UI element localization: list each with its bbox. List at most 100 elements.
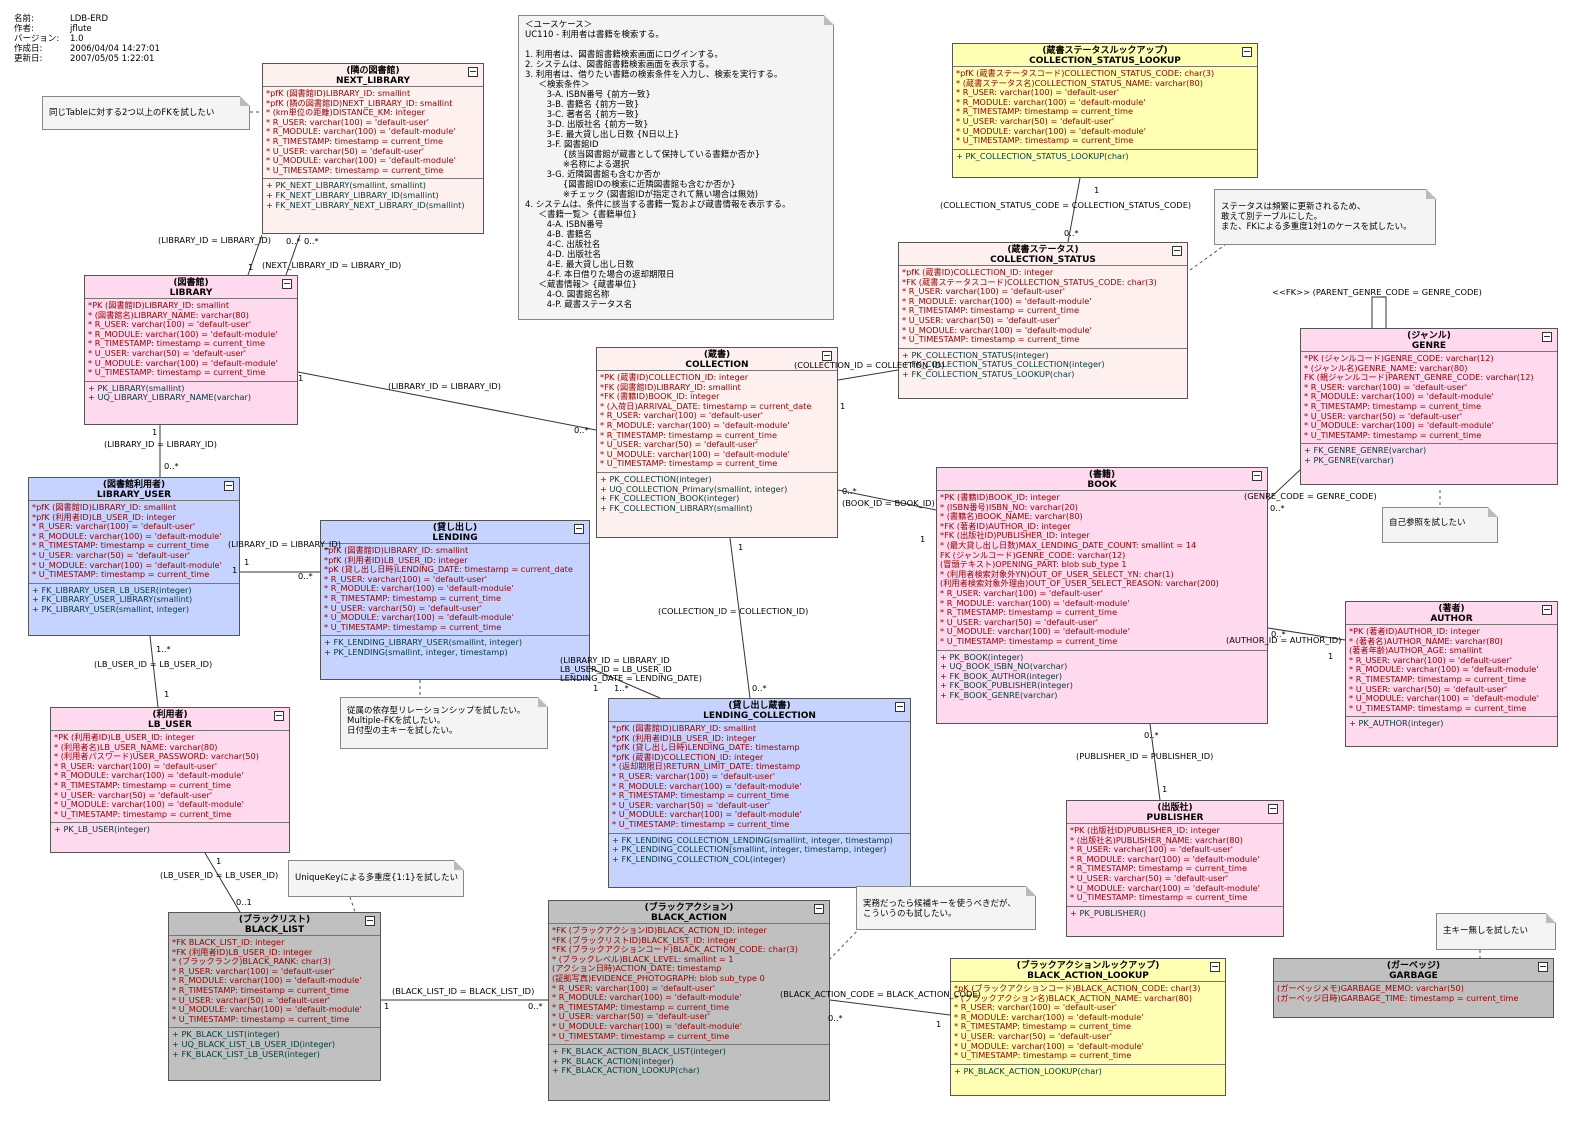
entity-lending[interactable]: (貸し出し)LENDING*pfK (図書館ID)LIBRARY_ID: sma… <box>320 520 590 680</box>
entity-genre[interactable]: (ジャンル)GENRE*PK (ジャンルコード)GENRE_CODE: varc… <box>1300 328 1558 485</box>
attribute-row: * R_MODULE: varchar(100) = 'default-modu… <box>552 992 742 1003</box>
rel-label: (NEXT_LIBRARY_ID = LIBRARY_ID) <box>262 260 402 270</box>
entity-library[interactable]: (図書館)LIBRARY*PK (図書館ID)LIBRARY_ID: small… <box>84 275 298 425</box>
operation-row: + PK_LENDING_COLLECTION(smallint, intege… <box>612 844 887 855</box>
operation-list: + FK_LIBRARY_USER_LB_USER(integer)+ FK_L… <box>29 582 239 618</box>
entity-library-user[interactable]: (図書館利用者)LIBRARY_USER*pfK (図書館ID)LIBRARY_… <box>28 477 240 636</box>
attribute-row: * U_USER: varchar(50) = 'default-user' <box>1304 410 1463 421</box>
table-icon <box>1542 605 1552 615</box>
attribute-row: * U_USER: varchar(50) = 'default-user' <box>54 789 213 800</box>
attribute-row: * R_USER: varchar(100) = 'default-user' <box>956 87 1119 98</box>
entity-physical-name: GENRE <box>1411 341 1447 351</box>
multiplicity: 0..1 <box>236 897 252 907</box>
entity-black-list[interactable]: (ブラックリスト)BLACK_LIST*FK BLACK_LIST_ID: in… <box>168 912 381 1081</box>
entity-black-action[interactable]: (ブラックアクション)BLACK_ACTION*FK (ブラックアクションID)… <box>548 900 830 1101</box>
attribute-row: * U_USER: varchar(50) = 'default-user' <box>32 549 191 560</box>
table-icon <box>822 351 832 361</box>
rel-label: (COLLECTION_ID = COLLECTION_ID) <box>658 606 809 616</box>
attribute-row: * U_MODULE: varchar(100) = 'default-modu… <box>552 1020 742 1031</box>
multiplicity: 0..* <box>1144 730 1159 740</box>
entity-header: (ブラックアクションルックアップ)BLACK_ACTION_LOOKUP <box>951 959 1225 981</box>
entity-logical-name: (隣の図書館) <box>346 66 400 76</box>
attribute-row: * (図書館名)LIBRARY_NAME: varchar(80) <box>88 309 249 320</box>
entity-book[interactable]: (書籍)BOOK*PK (書籍ID)BOOK_ID: integer* (ISB… <box>936 467 1268 724</box>
operation-row: + UQ_COLLECTION_Primary(smallint, intege… <box>600 483 788 494</box>
attribute-row: * U_TIMESTAMP: timestamp = current_time <box>1070 892 1248 903</box>
attribute-list: *PK (ジャンルコード)GENRE_CODE: varchar(12)* (ジ… <box>1301 351 1557 443</box>
entity-header: (隣の図書館)NEXT_LIBRARY <box>263 64 483 86</box>
attribute-row: * U_TIMESTAMP: timestamp = current_time <box>266 164 444 175</box>
entity-physical-name: NEXT_LIBRARY <box>335 76 411 86</box>
entity-physical-name: PUBLISHER <box>1146 813 1204 823</box>
entity-collection-status[interactable]: (蔵書ステータス)COLLECTION_STATUS*pfK (蔵書ID)COL… <box>898 242 1188 399</box>
attribute-row: * (ブラックランク)BLACK_RANK: char(3) <box>172 956 331 967</box>
attribute-row: * R_MODULE: varchar(100) = 'default-modu… <box>324 583 514 594</box>
attribute-row: * R_USER: varchar(100) = 'default-user' <box>600 410 763 421</box>
attribute-list: *pfK (図書館ID)LIBRARY_ID: smallint*pfK (隣の… <box>263 86 483 178</box>
attribute-row: * U_MODULE: varchar(100) = 'default-modu… <box>902 324 1092 335</box>
entity-header: (蔵書)COLLECTION <box>597 348 837 370</box>
attribute-row: *FK (ブラックアクションID)BLACK_ACTION_ID: intege… <box>552 925 767 935</box>
entity-author[interactable]: (著者)AUTHOR*PK (著者ID)AUTHOR_ID: integer* … <box>1345 601 1558 747</box>
multiplicity: 0..* <box>574 425 589 435</box>
entity-collection-status-lookup[interactable]: (蔵書ステータスルックアップ)COLLECTION_STATUS_LOOKUP*… <box>952 43 1258 178</box>
attribute-list: *PK (著者ID)AUTHOR_ID: integer* (著者名)AUTHO… <box>1346 624 1557 716</box>
attribute-row: * U_USER: varchar(50) = 'default-user' <box>600 439 759 450</box>
entity-collection[interactable]: (蔵書)COLLECTION *PK (蔵書ID)COLLECTION_ID: i… <box>596 347 838 538</box>
meta-value: jflute <box>70 24 92 34</box>
attribute-row: * U_MODULE: varchar(100) = 'default-modu… <box>1349 693 1539 704</box>
rel-label: (BLACK_ACTION_CODE = BLACK_ACTION_CODE) <box>780 989 981 999</box>
attribute-list: *PK (書籍ID)BOOK_ID: integer* (ISBN番号)ISBN… <box>937 490 1267 650</box>
attribute-list: *pfK (図書館ID)LIBRARY_ID: smallint*pfK (利用… <box>609 721 910 833</box>
attribute-row: * R_USER: varchar(100) = 'default-user' <box>940 587 1103 598</box>
operation-row: + FK_NEXT_LIBRARY_LIBRARY_ID(smallint) <box>266 189 439 200</box>
rel-label: (LIBRARY_ID = LIBRARY_ID) <box>228 539 342 549</box>
entity-physical-name: BLACK_ACTION_LOOKUP <box>1027 971 1149 981</box>
multiplicity: 1 <box>593 683 599 693</box>
entity-garbage[interactable]: (ガーベッジ)GARBAGE (ガーベッジメモ)GARBAGE_MEMO: va… <box>1273 958 1554 1018</box>
rel-label: (LB_USER_ID = LB_USER_ID) <box>160 870 279 880</box>
attribute-row: * U_TIMESTAMP: timestamp = current_time <box>956 135 1134 146</box>
attribute-row: *PK (蔵書ID)COLLECTION_ID: integer <box>600 372 749 382</box>
entity-logical-name: (図書館) <box>173 278 209 288</box>
entity-lending-collection[interactable]: (貸し出し蔵書)LENDING_COLLECTION*pfK (図書館ID)LI… <box>608 698 911 888</box>
attribute-row: * (km単位の距離)DISTANCE_KM: integer <box>266 107 425 118</box>
rel-lb-user-library-user <box>149 635 159 708</box>
multiplicity: 0..* <box>164 461 179 471</box>
attribute-row: * R_USER: varchar(100) = 'default-user' <box>172 965 335 976</box>
entity-physical-name: AUTHOR <box>1430 614 1473 624</box>
multiplicity: 1 <box>248 262 254 272</box>
meta-value: LDB-ERD <box>70 14 109 24</box>
entity-lb-user[interactable]: (利用者)LB_USER*PK (利用者ID)LB_USER_ID: integ… <box>50 707 290 853</box>
multiplicity: 1 <box>738 542 744 552</box>
meta-key: 更新日: <box>14 54 43 64</box>
attribute-list: *FK BLACK_LIST_ID: integer*FK (利用者ID)LB_… <box>169 935 380 1027</box>
entity-next-library[interactable]: (隣の図書館)NEXT_LIBRARY*pfK (図書館ID)LIBRARY_I… <box>262 63 484 234</box>
operation-row: + FK_BOOK_PUBLISHER(integer) <box>940 680 1073 691</box>
attribute-row: *PK (書籍ID)BOOK_ID: integer <box>940 492 1060 502</box>
rel-label: (BLACK_LIST_ID = BLACK_LIST_ID) <box>392 986 535 996</box>
attribute-row: * U_TIMESTAMP: timestamp = current_time <box>612 818 790 829</box>
attribute-row: *FK (図書館ID)LIBRARY_ID: smallint <box>600 381 741 392</box>
note-same-table-fk: 同じTableに対する2つ以上のFKを試したい <box>42 96 250 130</box>
attribute-list: (ガーベッジメモ)GARBAGE_MEMO: varchar(50) (ガーベッ… <box>1274 981 1553 1006</box>
table-icon <box>895 702 905 712</box>
entity-logical-name: (ブラックアクションルックアップ) <box>1016 961 1160 971</box>
attribute-row: * U_MODULE: varchar(100) = 'default-modu… <box>1304 420 1494 431</box>
entity-header: (書籍)BOOK <box>937 468 1267 490</box>
meta-row: 更新日:2007/05/05 1:22:01 <box>14 54 160 64</box>
attribute-row: * R_USER: varchar(100) = 'default-user' <box>32 521 195 532</box>
attribute-row: * U_USER: varchar(50) = 'default-user' <box>956 115 1115 126</box>
attribute-row: *pfK (図書館ID)LIBRARY_ID: smallint <box>266 88 411 98</box>
multiplicity: 0..* <box>1271 629 1286 639</box>
multiplicity: 0..* <box>828 1013 843 1023</box>
operation-list: + PK_COLLECTION_STATUS_LOOKUP(char) <box>953 148 1257 165</box>
operation-row: + FK_BOOK_AUTHOR(integer) <box>940 670 1063 681</box>
attribute-row: *FK BLACK_LIST_ID: integer <box>172 937 285 947</box>
multiplicity: 0..* <box>1270 503 1285 513</box>
entity-black-action-lookup[interactable]: (ブラックアクションルックアップ)BLACK_ACTION_LOOKUP*pK … <box>950 958 1226 1096</box>
attribute-row: * R_MODULE: varchar(100) = 'default-modu… <box>954 1011 1144 1022</box>
entity-publisher[interactable]: (出版社)PUBLISHER*PK (出版社ID)PUBLISHER_ID: i… <box>1066 800 1284 937</box>
rel-label: (GENRE_CODE = GENRE_CODE) <box>1244 491 1377 501</box>
entity-header: (ジャンル)GENRE <box>1301 329 1557 351</box>
